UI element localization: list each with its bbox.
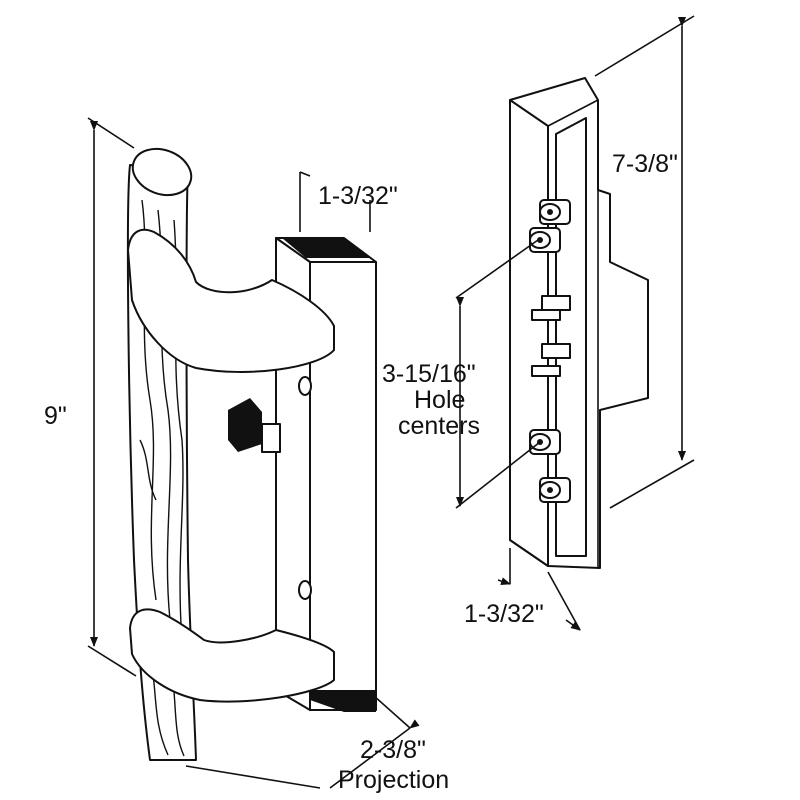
hole-centers-value: 3-15/16" <box>382 360 476 388</box>
pin-3 <box>531 295 571 321</box>
pin-6 <box>539 477 571 503</box>
dimension-lines <box>87 15 695 789</box>
projection-label: Projection <box>338 766 449 794</box>
hole-centers-line1: Hole <box>414 386 465 414</box>
screw-hole-lower <box>298 580 312 600</box>
lower-arm <box>129 608 335 703</box>
upper-arm <box>127 228 335 373</box>
pull-handle <box>126 147 377 761</box>
pin-4 <box>531 343 571 377</box>
latch-lever <box>228 398 281 453</box>
screw-hole-upper <box>298 376 312 396</box>
pin-2 <box>529 227 561 253</box>
projection-value: 2-3/8" <box>360 736 426 764</box>
bottom-cap <box>310 690 376 712</box>
pin-1 <box>539 199 571 225</box>
mount-height-label: 7-3/8" <box>612 150 678 178</box>
mount-width-label: 1-3/32" <box>464 600 544 628</box>
height-9-label: 9" <box>44 402 67 430</box>
interior-mount-plate <box>509 77 649 569</box>
top-cap <box>282 238 370 258</box>
hole-centers-line2: centers <box>398 412 480 440</box>
pin-5 <box>529 429 561 455</box>
top-width-label: 1-3/32" <box>318 182 398 210</box>
